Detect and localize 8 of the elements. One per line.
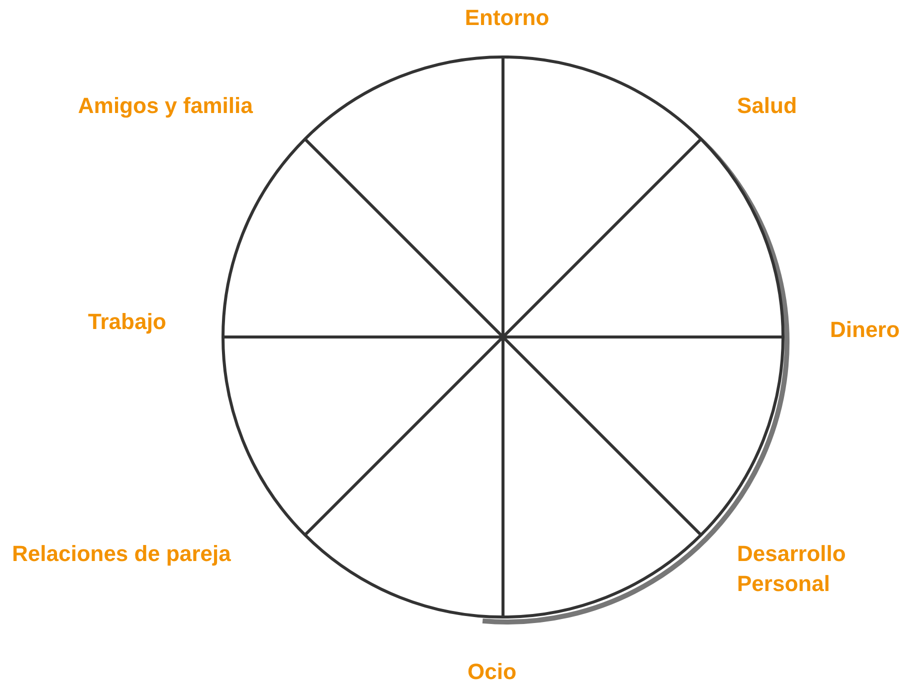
- segment-label: Relaciones de pareja: [12, 540, 231, 568]
- segment-label: Trabajo: [88, 308, 166, 336]
- segment-label: Dinero: [830, 316, 900, 344]
- segment-label: Entorno: [464, 4, 550, 32]
- segment-label: Desarrollo Personal: [737, 540, 847, 598]
- segment-label: Salud: [737, 92, 797, 120]
- segment-label: Ocio: [468, 658, 516, 685]
- segment-label: Amigos y familia: [78, 92, 253, 120]
